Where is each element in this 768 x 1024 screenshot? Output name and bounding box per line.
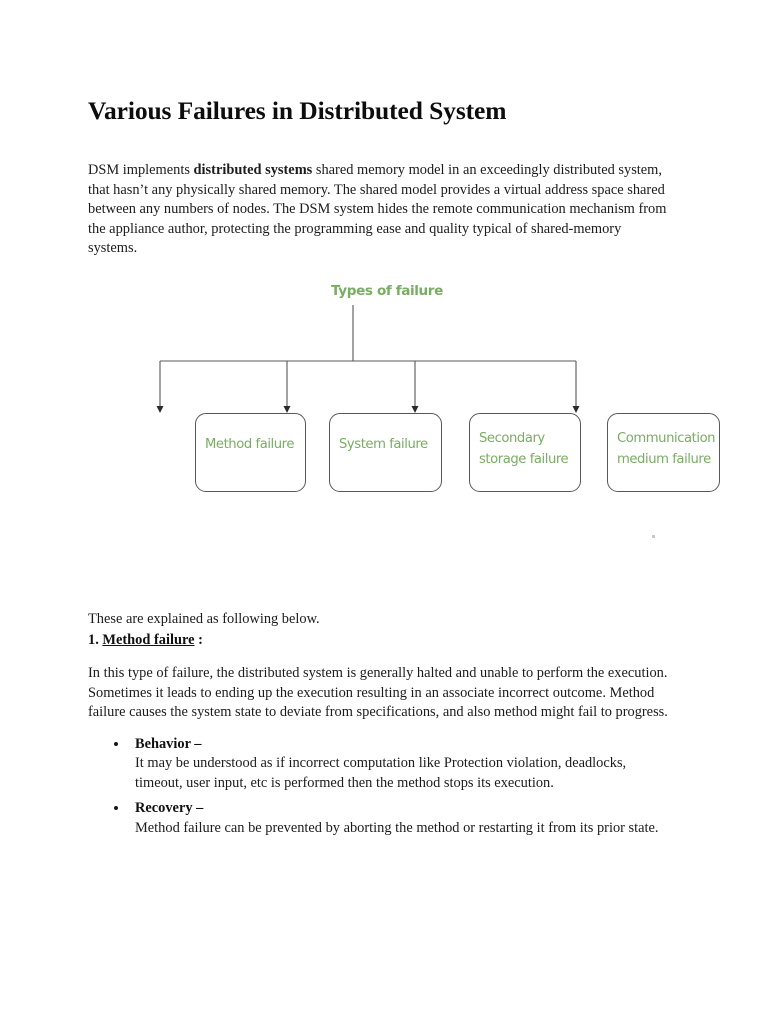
diagram-node-system-failure[interactable]: System failure <box>329 413 442 492</box>
diagram-title: Types of failure <box>331 283 443 299</box>
diagram-node-label: Method failure <box>205 437 295 452</box>
diagram-node-communication-medium-failure[interactable]: Communication medium failure <box>607 413 720 492</box>
intro-text-after: shared memory model in an exceedingly di… <box>88 162 667 257</box>
bullet-text: It may be understood as if incorrect com… <box>135 755 627 791</box>
bullet-text: Method failure can be prevented by abort… <box>135 819 659 836</box>
intro-text-before: DSM implements <box>88 162 194 179</box>
diagram-connectors <box>156 305 580 413</box>
section-heading-label: Method failure <box>102 632 195 648</box>
section-body: In this type of failure, the distributed… <box>88 665 668 721</box>
arrowhead-3 <box>411 406 419 413</box>
page-title: Various Failures in Distributed System <box>88 96 507 125</box>
intro-paragraph: DSM implements distributed systems share… <box>88 161 674 258</box>
bullet-term: Recovery – <box>135 800 204 817</box>
list-item: Recovery – Method failure can be prevent… <box>88 799 674 838</box>
arrowhead-2 <box>283 406 291 413</box>
diagram-node-label: Secondary storage failure <box>479 431 569 467</box>
arrowhead-4 <box>572 406 580 413</box>
bullet-dot-icon <box>114 742 118 746</box>
diagram-node-secondary-storage-failure[interactable]: Secondary storage failure <box>469 413 581 492</box>
diagram-node-label: System failure <box>339 437 428 452</box>
section-number: 1. <box>88 632 99 648</box>
intro-bold-term: distributed systems <box>193 162 313 179</box>
bullet-term: Behavior – <box>135 736 202 752</box>
section-heading: 1. Method failure : <box>88 631 203 650</box>
arrowhead-1 <box>156 406 164 413</box>
diagram-node-label: Communication medium failure <box>617 431 716 467</box>
types-of-failure-diagram: Types of failure <box>88 268 720 558</box>
bullet-dot-icon <box>114 806 118 811</box>
scan-artifact-speck <box>652 535 655 538</box>
list-item: Behavior – It may be understood as if in… <box>88 735 674 793</box>
bullet-list: Behavior – It may be understood as if in… <box>88 735 674 844</box>
connector-arrowheads <box>156 406 580 413</box>
lede-paragraph: These are explained as following below. <box>88 611 320 628</box>
section-heading-colon: : <box>198 632 203 648</box>
diagram-node-method-failure[interactable]: Method failure <box>195 413 306 492</box>
